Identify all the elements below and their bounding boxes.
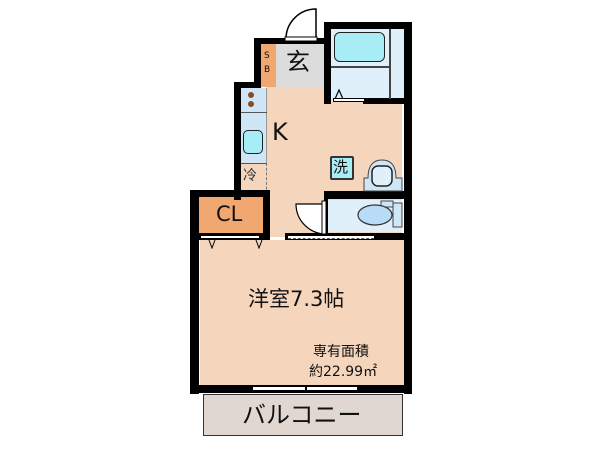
wall xyxy=(254,38,261,88)
entrance-floor xyxy=(276,43,324,87)
bath-door xyxy=(333,98,365,102)
closet-door-marker-icon xyxy=(208,239,263,249)
wall xyxy=(234,82,260,88)
stove-burner-icon xyxy=(248,101,254,107)
area-value: 約22.99㎡ xyxy=(309,364,378,380)
wall xyxy=(324,22,412,29)
toilet-door-icon xyxy=(295,200,327,235)
washer-icon xyxy=(330,156,354,180)
entrance-label: 玄 xyxy=(286,48,310,76)
bath-door-marker-icon xyxy=(334,88,344,100)
toilet-icon xyxy=(357,200,403,228)
western-room-label: 洋室7.3帖 xyxy=(248,287,345,311)
wall xyxy=(324,191,410,199)
wall xyxy=(234,82,241,200)
wall xyxy=(404,22,412,394)
wall xyxy=(363,98,411,104)
washer-label: 洗 xyxy=(333,158,349,176)
entry-door-icon xyxy=(284,8,318,42)
closet-door xyxy=(200,235,260,239)
shoe-box-label-s: S xyxy=(264,51,270,61)
western-room-floor xyxy=(200,240,404,386)
bath-divider xyxy=(331,66,390,68)
kitchen-counter xyxy=(241,88,267,168)
shoe-box xyxy=(260,43,276,87)
wall xyxy=(324,22,331,104)
kitchen-sink-icon xyxy=(243,130,263,154)
stove-burner-icon xyxy=(248,92,254,98)
counter-divider xyxy=(241,163,267,164)
bath-side-panel xyxy=(389,29,391,99)
shoe-box-label-b: B xyxy=(264,65,271,75)
balcony-floor xyxy=(203,394,403,436)
balcony-label: バルコニー xyxy=(242,401,362,429)
fridge-label: 冷 xyxy=(243,168,257,184)
area-title: 専有面積 xyxy=(313,344,369,360)
closet-label: CL xyxy=(216,202,243,226)
bathtub-icon xyxy=(334,32,385,62)
wall xyxy=(190,190,199,394)
sliding-door xyxy=(288,235,374,239)
closet xyxy=(199,197,265,234)
window-mullion xyxy=(305,385,307,392)
wall xyxy=(263,190,270,240)
kitchen-label: K xyxy=(272,118,288,146)
wash-basin-icon xyxy=(363,159,403,192)
wall xyxy=(190,190,270,197)
counter-divider xyxy=(241,112,267,113)
